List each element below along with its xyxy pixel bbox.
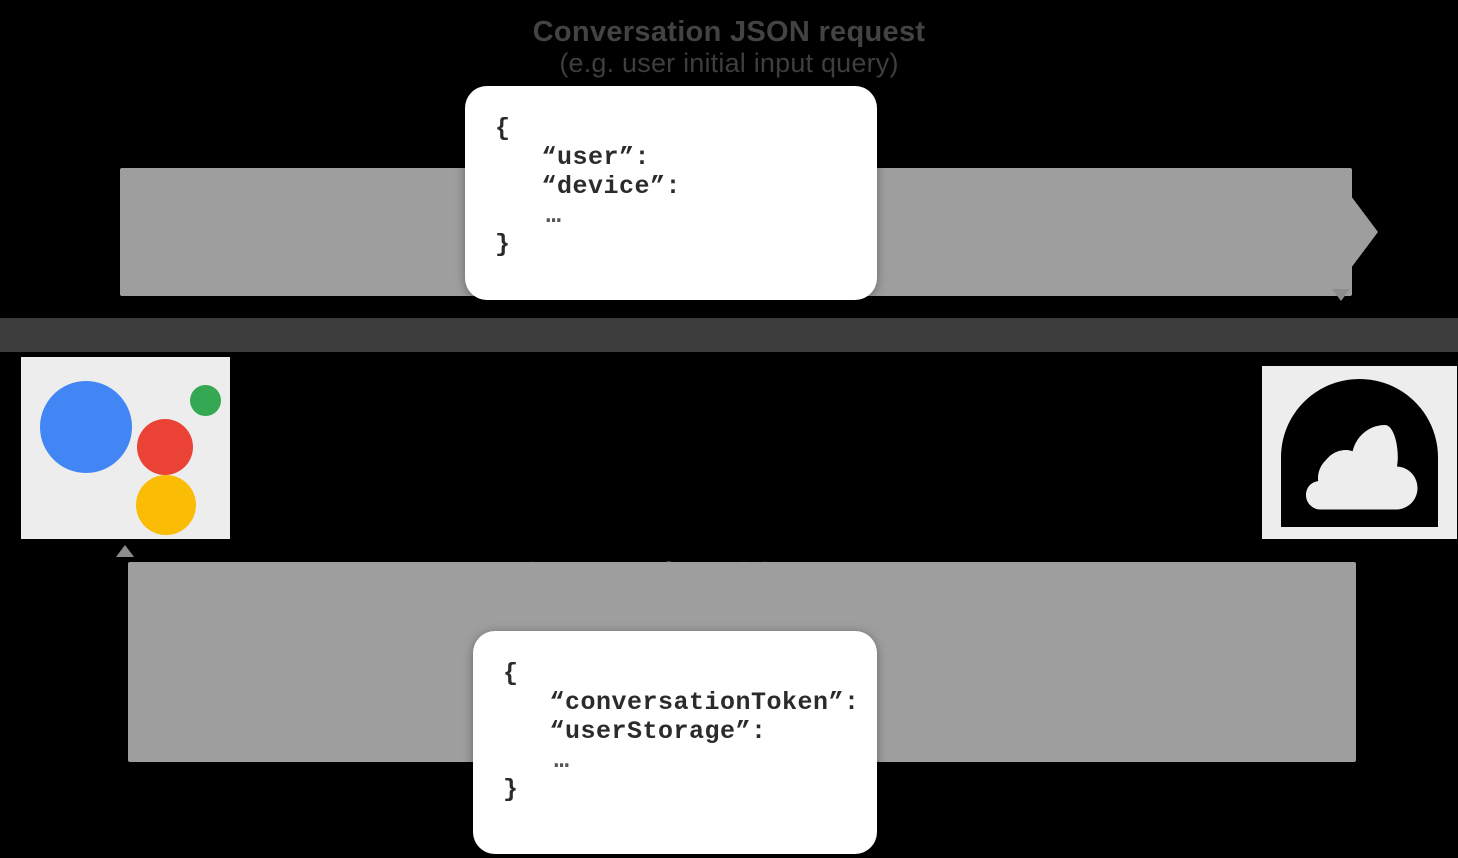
- json-line: …: [503, 746, 572, 775]
- json-line: “user”:: [495, 143, 651, 172]
- cloud-functions-icon: [1262, 366, 1457, 539]
- request-arrow-tick: [1332, 289, 1350, 301]
- google-assistant-icon: [21, 357, 230, 539]
- response-json-card: { “conversationToken”: “userStorage”: … …: [473, 631, 877, 854]
- red-dot: [137, 419, 193, 475]
- json-line: “userStorage”:: [503, 717, 767, 746]
- cloud-functions-glyph: [1272, 376, 1447, 536]
- top-caption: Conversation JSON request (e.g. user ini…: [0, 16, 1458, 78]
- green-dot: [190, 385, 221, 416]
- top-caption-subtitle: (e.g. user initial input query): [559, 48, 899, 78]
- top-caption-title: Conversation JSON request: [532, 16, 926, 48]
- json-line: “conversationToken”:: [503, 688, 860, 717]
- yellow-dot: [136, 475, 196, 535]
- request-arrow-head: [1330, 168, 1378, 296]
- json-line: }: [503, 775, 519, 804]
- json-line: …: [495, 201, 564, 230]
- json-line: {: [503, 659, 519, 688]
- response-arrow-head: [116, 545, 134, 557]
- blue-dot: [40, 381, 132, 473]
- request-json-card: { “user”: “device”: … }: [465, 86, 877, 300]
- json-line: }: [495, 230, 511, 259]
- json-line: {: [495, 114, 511, 143]
- json-line: “device”:: [495, 172, 682, 201]
- center-rail: [0, 318, 1458, 352]
